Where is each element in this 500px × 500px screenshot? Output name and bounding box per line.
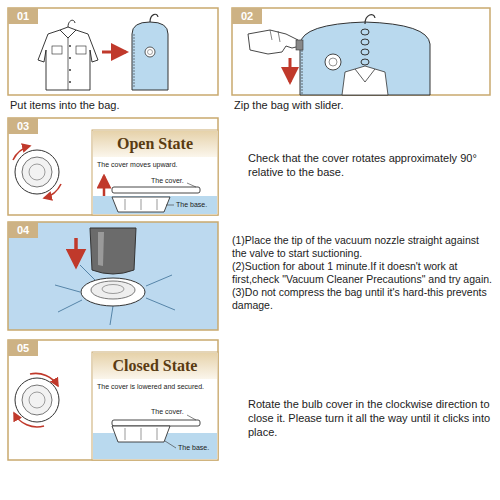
panel-one bbox=[8, 8, 218, 95]
red-arrow bbox=[103, 176, 106, 196]
valve-top-view bbox=[15, 378, 59, 422]
valve bbox=[325, 54, 341, 70]
garment-bag bbox=[132, 22, 168, 90]
rotation-arrow bbox=[44, 184, 61, 198]
step-badge: 03 bbox=[8, 118, 38, 134]
step-number: 04 bbox=[17, 224, 29, 236]
leader-line bbox=[166, 205, 174, 206]
valve bbox=[81, 278, 145, 306]
red-arrow bbox=[102, 51, 126, 54]
instruction-text: (3)Do not compress the bag until it's ha… bbox=[232, 286, 494, 312]
rotation-arrow bbox=[13, 146, 30, 160]
panel-two bbox=[232, 8, 490, 95]
zip-slider bbox=[296, 40, 303, 50]
garment-bag bbox=[300, 22, 430, 95]
step-badge: 02 bbox=[232, 8, 262, 24]
step-badge: 01 bbox=[8, 8, 38, 24]
state-header: Open State bbox=[93, 131, 217, 157]
valve-base bbox=[112, 426, 170, 442]
bag-surface bbox=[93, 196, 217, 214]
step-caption: Put items into the bag. bbox=[10, 99, 220, 113]
panel-four bbox=[8, 222, 218, 330]
instruction-text: (2)Suction for about 1 minute.If it does… bbox=[232, 260, 494, 286]
shirt-collar bbox=[342, 66, 388, 95]
part-label: The cover. bbox=[151, 408, 191, 417]
panel-five bbox=[8, 340, 218, 460]
step-number: 05 bbox=[17, 342, 29, 354]
hanger-chain bbox=[361, 29, 369, 65]
step-badge: 05 bbox=[8, 340, 38, 356]
hanger-hook bbox=[365, 15, 375, 24]
step-number: 01 bbox=[17, 10, 29, 22]
red-arrow bbox=[289, 58, 292, 82]
rotation-arrow bbox=[30, 373, 58, 386]
valve-cover bbox=[112, 187, 200, 193]
state-title: Closed State bbox=[113, 357, 198, 375]
state-title: Open State bbox=[117, 135, 193, 153]
panel-three bbox=[8, 118, 218, 215]
step-number: 02 bbox=[241, 10, 253, 22]
instruction-text: Check that the cover rotates approximate… bbox=[248, 152, 490, 180]
state-note: The cover moves upward. bbox=[97, 161, 215, 170]
step-badge: 04 bbox=[8, 222, 38, 238]
part-label: The base. bbox=[176, 201, 214, 210]
state-header: Closed State bbox=[93, 353, 217, 379]
step-number: 03 bbox=[17, 120, 29, 132]
leader-line bbox=[187, 415, 196, 420]
valve bbox=[145, 47, 155, 57]
instruction-text: Rotate the bulb cover in the clockwise d… bbox=[248, 398, 493, 439]
valve-cover bbox=[112, 420, 200, 426]
instruction-text: (1)Place the tip of the vacuum nozzle st… bbox=[232, 234, 494, 260]
hand bbox=[248, 30, 300, 54]
leader-line bbox=[165, 441, 176, 448]
part-label: The base. bbox=[178, 444, 216, 453]
state-note: The cover is lowered and secured. bbox=[97, 383, 209, 392]
step-caption: Zip the bag with slider. bbox=[234, 99, 489, 113]
vacuum-nozzle bbox=[90, 228, 136, 274]
valve-top-view bbox=[15, 150, 59, 194]
leader-line bbox=[187, 183, 196, 187]
hanger-hook bbox=[68, 20, 75, 27]
valve-base bbox=[112, 197, 170, 212]
rotation-arrow bbox=[14, 413, 44, 427]
shirt bbox=[38, 30, 98, 90]
part-label: The cover. bbox=[151, 177, 191, 186]
red-arrow bbox=[74, 238, 78, 266]
